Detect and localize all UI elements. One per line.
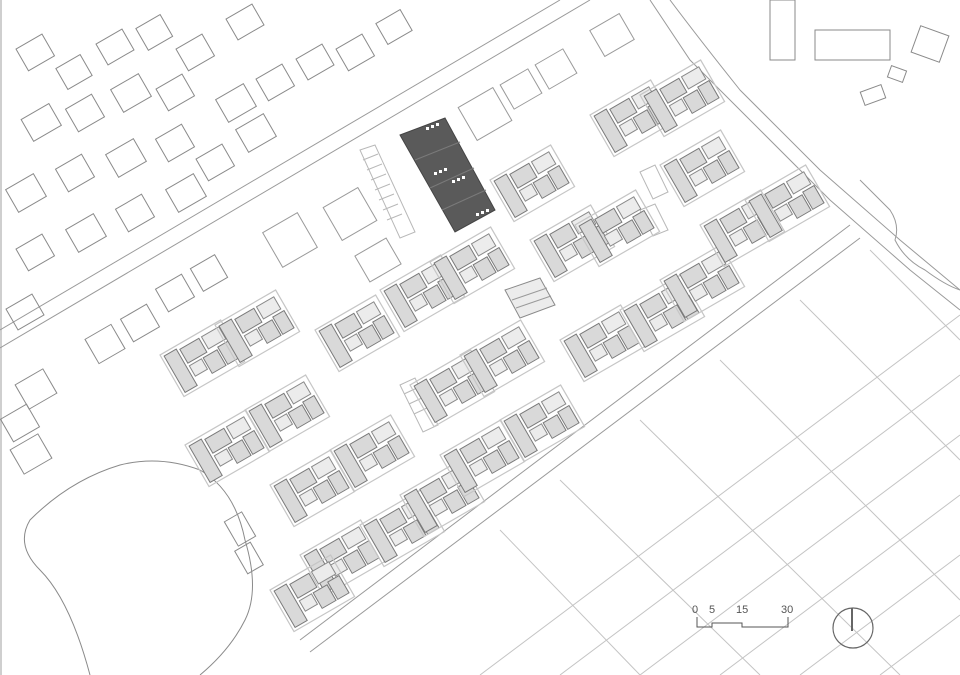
existing-houses-west — [0, 254, 264, 575]
north-arrow-icon — [832, 607, 874, 649]
central-pavilion — [504, 277, 556, 319]
main-road — [0, 0, 591, 349]
field-grid — [479, 249, 960, 675]
northeast-blocks — [769, 0, 950, 106]
existing-houses-northwest — [4, 3, 413, 331]
hatched-areas — [359, 144, 669, 433]
scale-bar — [696, 617, 789, 628]
pond-outline — [23, 460, 253, 675]
scale-label-30: 30 — [781, 604, 794, 616]
map-left-border — [0, 0, 2, 675]
scale-label-15: 15 — [736, 604, 749, 616]
scale-label-0: 0 — [692, 604, 699, 616]
north-plots — [261, 12, 635, 283]
east-road — [649, 0, 960, 311]
scale-label-5: 5 — [709, 604, 716, 616]
river-boundary — [859, 179, 960, 291]
dark-gray-main-building — [399, 117, 496, 233]
